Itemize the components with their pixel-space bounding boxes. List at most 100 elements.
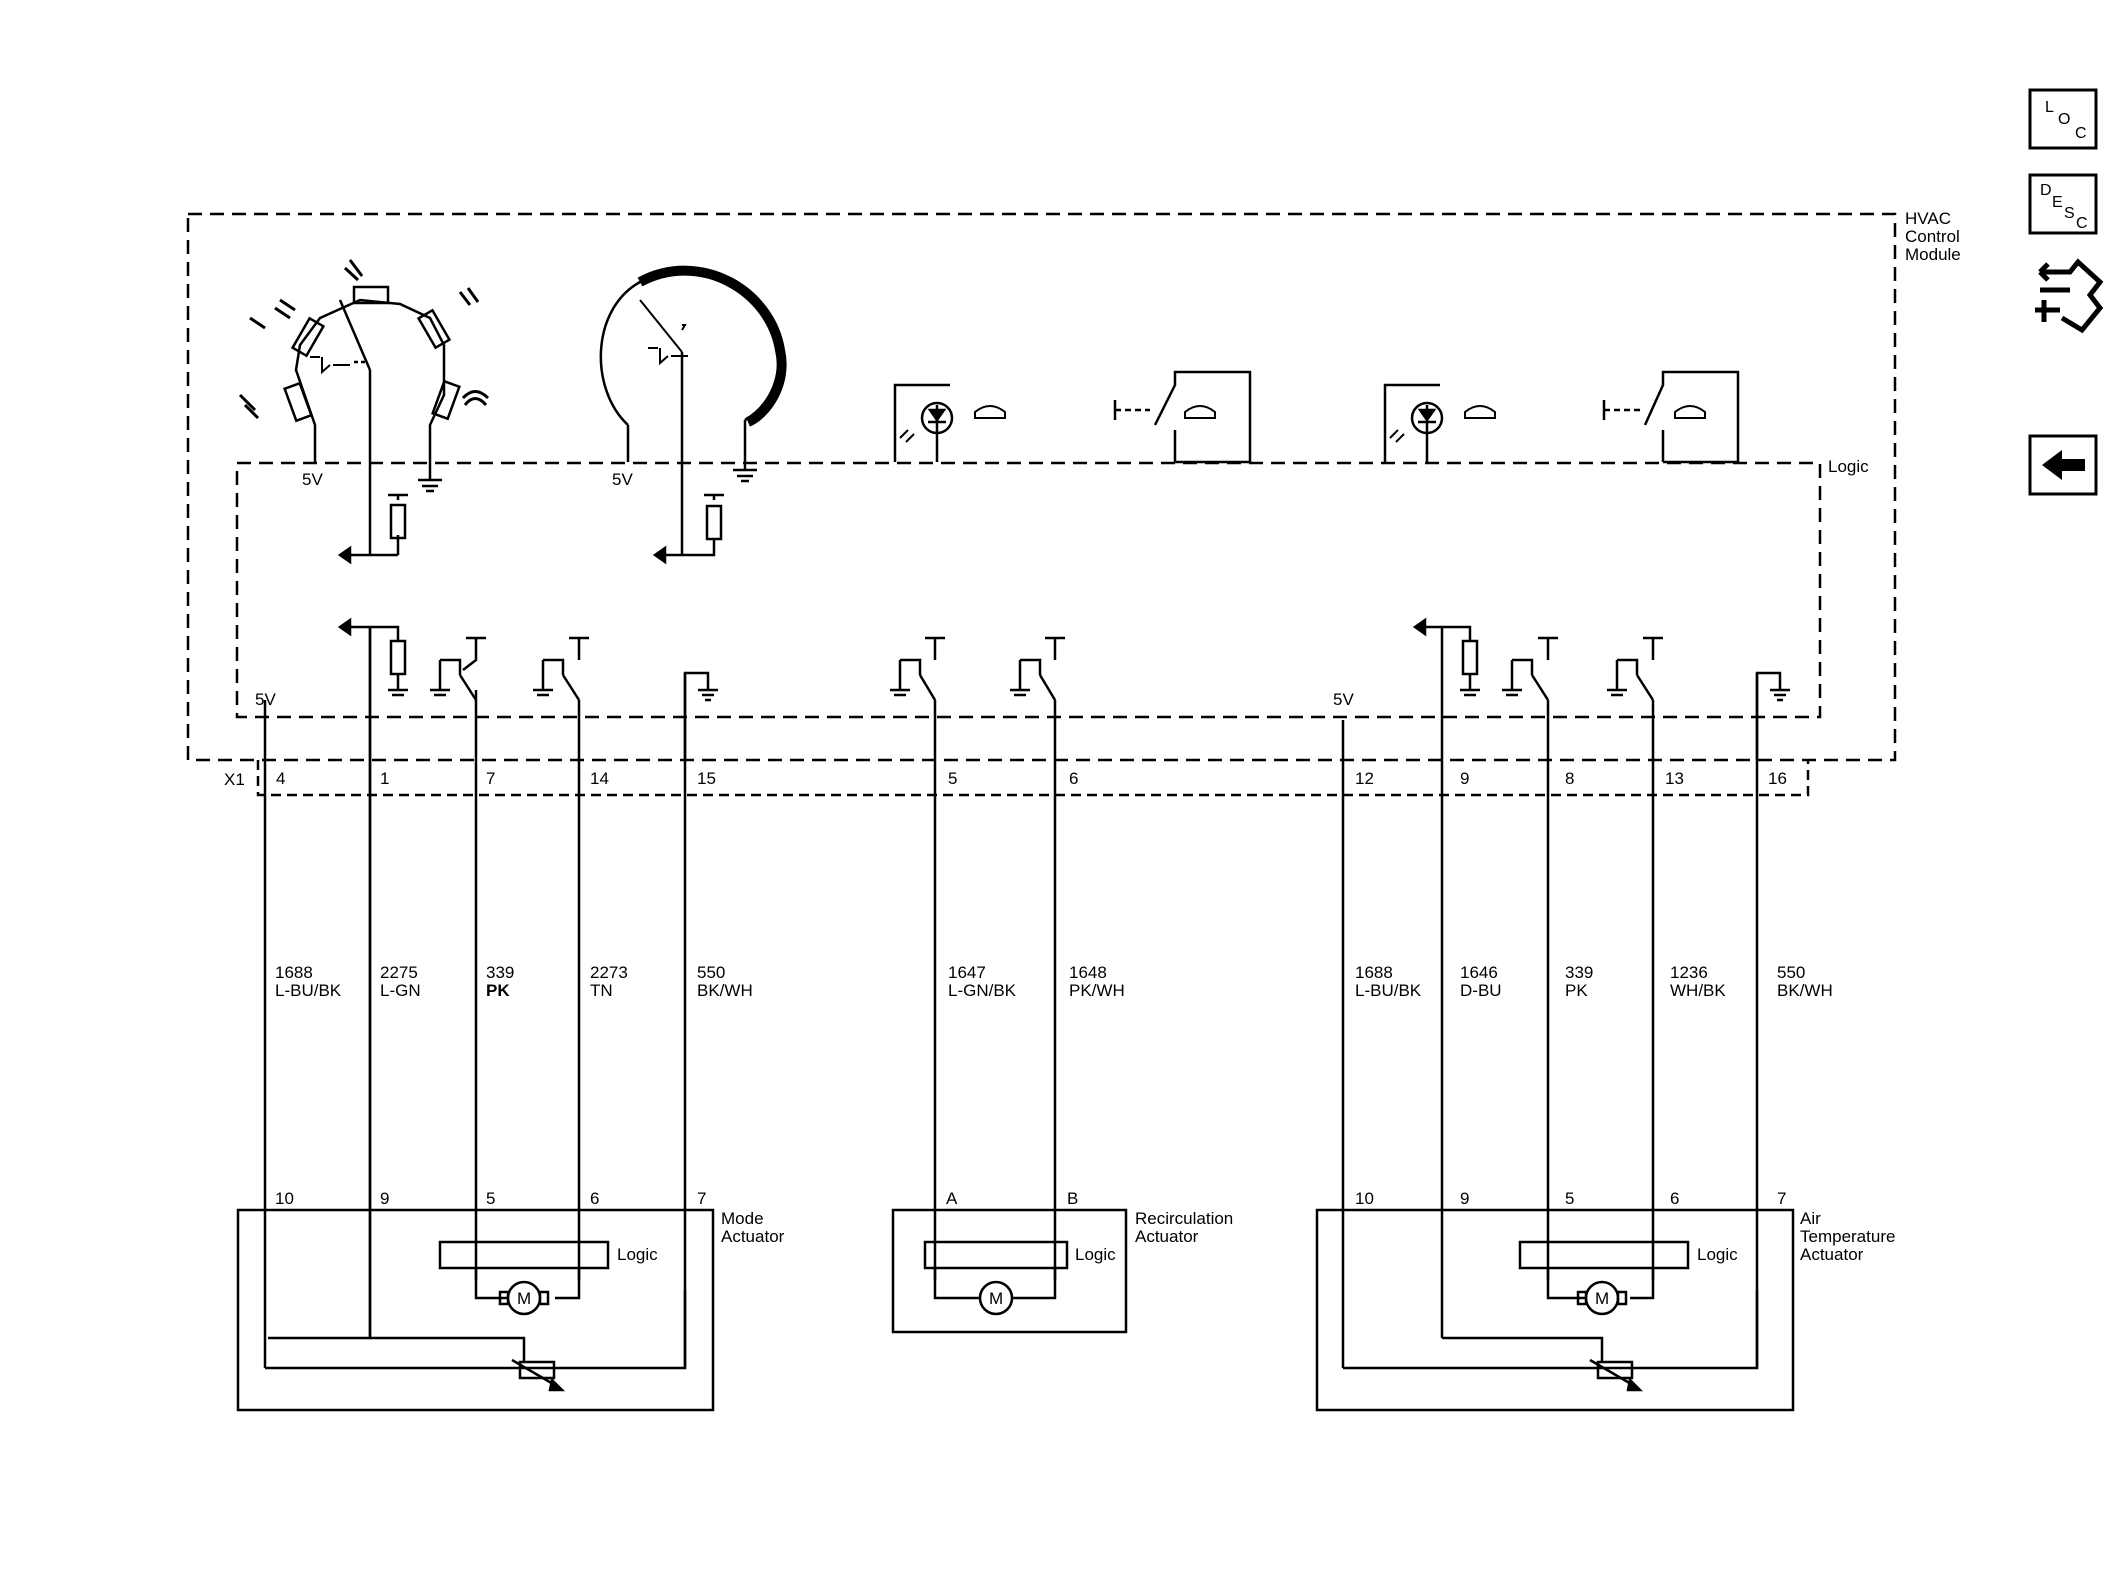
pin-label: 7 — [486, 769, 495, 788]
loc-button[interactable]: L O C — [2028, 88, 2098, 150]
pin-label: 9 — [1460, 769, 1469, 788]
module-pin-labels: 4 1 7 14 15 5 6 12 9 8 13 16 — [276, 769, 1787, 788]
logic-block-label: Logic — [1697, 1245, 1738, 1264]
air-temp-switch — [1602, 370, 1740, 464]
desc-letter: S — [2064, 205, 2075, 222]
vent-icons — [238, 259, 1706, 420]
mode-selector-switch — [283, 285, 461, 555]
loc-letter: C — [2075, 125, 2087, 142]
back-arrow-icon[interactable] — [2028, 434, 2098, 496]
voltage-label: 5V — [302, 470, 323, 489]
actuator-pin: 10 — [1355, 1189, 1374, 1208]
actuator-pin: 7 — [697, 1189, 706, 1208]
actuator-pin: 6 — [590, 1189, 599, 1208]
actuator-name: Recirculation — [1135, 1209, 1233, 1228]
actuator-pin: 9 — [380, 1189, 389, 1208]
wire-circuit: 1688 — [1355, 963, 1393, 982]
logic-block-label: Logic — [1075, 1245, 1116, 1264]
wire-circuit: 2273 — [590, 963, 628, 982]
actuator-name: Temperature — [1800, 1227, 1895, 1246]
actuator-pin: 10 — [275, 1189, 294, 1208]
pin-label: 14 — [590, 769, 609, 788]
air-temp-actuator-labels: 10 9 5 6 7 Logic M Air Temperature Actua… — [1355, 1189, 1895, 1308]
pin-label: 16 — [1768, 769, 1787, 788]
desc-letter: D — [2040, 182, 2052, 199]
pin-label: 1 — [380, 769, 389, 788]
loc-letter: O — [2058, 111, 2070, 128]
wire-circuit: 2275 — [380, 963, 418, 982]
wire-color: WH/BK — [1670, 981, 1726, 1000]
recirculation-actuator — [891, 1208, 1128, 1334]
wire-color: BK/WH — [1777, 981, 1833, 1000]
wire-circuit: 339 — [486, 963, 514, 982]
wire-color: PK/WH — [1069, 981, 1125, 1000]
desc-button[interactable]: D E S C — [2028, 173, 2098, 235]
wire-color: L-GN — [380, 981, 421, 1000]
wire-color: L-BU/BK — [1355, 981, 1422, 1000]
pin-label: 8 — [1565, 769, 1574, 788]
recirc-switch — [1113, 370, 1252, 464]
air-temperature-actuator — [1315, 1208, 1795, 1412]
module-title-line-3: Module — [1905, 245, 1961, 264]
wire-color: D-BU — [1460, 981, 1502, 1000]
actuator-name: Air — [1800, 1209, 1821, 1228]
motor-label: M — [1595, 1289, 1609, 1308]
pin-label: 12 — [1355, 769, 1374, 788]
pin-label: 5 — [948, 769, 957, 788]
wire-color: L-GN/BK — [948, 981, 1017, 1000]
actuator-name: Actuator — [1800, 1245, 1864, 1264]
wire-color: PK — [1565, 981, 1588, 1000]
logic-block-label: Logic — [617, 1245, 658, 1264]
actuator-name: Actuator — [1135, 1227, 1199, 1246]
motor-label: M — [517, 1289, 531, 1308]
desc-letter: C — [2076, 215, 2088, 232]
actuator-pin: 9 — [1460, 1189, 1469, 1208]
ground-symbol — [418, 470, 442, 493]
mode-actuator-labels: 10 9 5 6 7 Logic M Mode Actuator — [275, 1189, 785, 1308]
recirc-indicator-led — [893, 383, 954, 462]
hvac-module-boundary — [186, 212, 1897, 762]
connector-end-view-icon[interactable] — [2035, 258, 2104, 334]
pin-label: 4 — [276, 769, 285, 788]
pin-label: 15 — [697, 769, 716, 788]
air-temp-indicator-led — [1383, 383, 1444, 462]
wire-circuit: 1236 — [1670, 963, 1708, 982]
harness-wires — [263, 627, 1759, 1368]
wire-labels: 1688 L-BU/BK 2275 L-GN 339 PK 2273 TN 55… — [275, 963, 1833, 1000]
module-title-line-2: Control — [1905, 227, 1960, 246]
actuator-pin: 7 — [1777, 1189, 1786, 1208]
motor-label: M — [989, 1289, 1003, 1308]
connector-label: X1 — [224, 770, 245, 789]
wire-circuit: 1648 — [1069, 963, 1107, 982]
wire-color: L-BU/BK — [275, 981, 342, 1000]
module-title-line-1: HVAC — [1905, 209, 1951, 228]
actuator-name: Mode — [721, 1209, 764, 1228]
actuator-name: Actuator — [721, 1227, 785, 1246]
voltage-label: 5V — [612, 470, 633, 489]
wire-color: BK/WH — [697, 981, 753, 1000]
wire-color: PK — [486, 981, 510, 1000]
pin-label: 6 — [1069, 769, 1078, 788]
wire-circuit: 1647 — [948, 963, 986, 982]
loc-letter: L — [2045, 99, 2054, 116]
wire-circuit: 550 — [697, 963, 725, 982]
module-title: HVAC Control Module — [1905, 209, 1961, 264]
actuator-pin: A — [946, 1189, 958, 1208]
wire-circuit: 550 — [1777, 963, 1805, 982]
actuator-pin: 6 — [1670, 1189, 1679, 1208]
wire-circuit: 1688 — [275, 963, 313, 982]
wire-circuit: 339 — [1565, 963, 1593, 982]
logic-boundary — [235, 461, 1822, 719]
voltage-label: 5V — [255, 690, 276, 709]
wire-color: TN — [590, 981, 613, 1000]
recirc-actuator-labels: A B Logic M Recirculation Actuator — [946, 1189, 1233, 1308]
actuator-pin: 5 — [1565, 1189, 1574, 1208]
desc-letter: E — [2052, 194, 2063, 211]
x1-connector-strip — [256, 760, 1810, 797]
temperature-knob — [599, 265, 787, 565]
logic-label: Logic — [1828, 457, 1869, 476]
mode-actuator — [236, 1208, 715, 1412]
voltage-label: 5V — [1333, 690, 1354, 709]
wire-circuit: 1646 — [1460, 963, 1498, 982]
